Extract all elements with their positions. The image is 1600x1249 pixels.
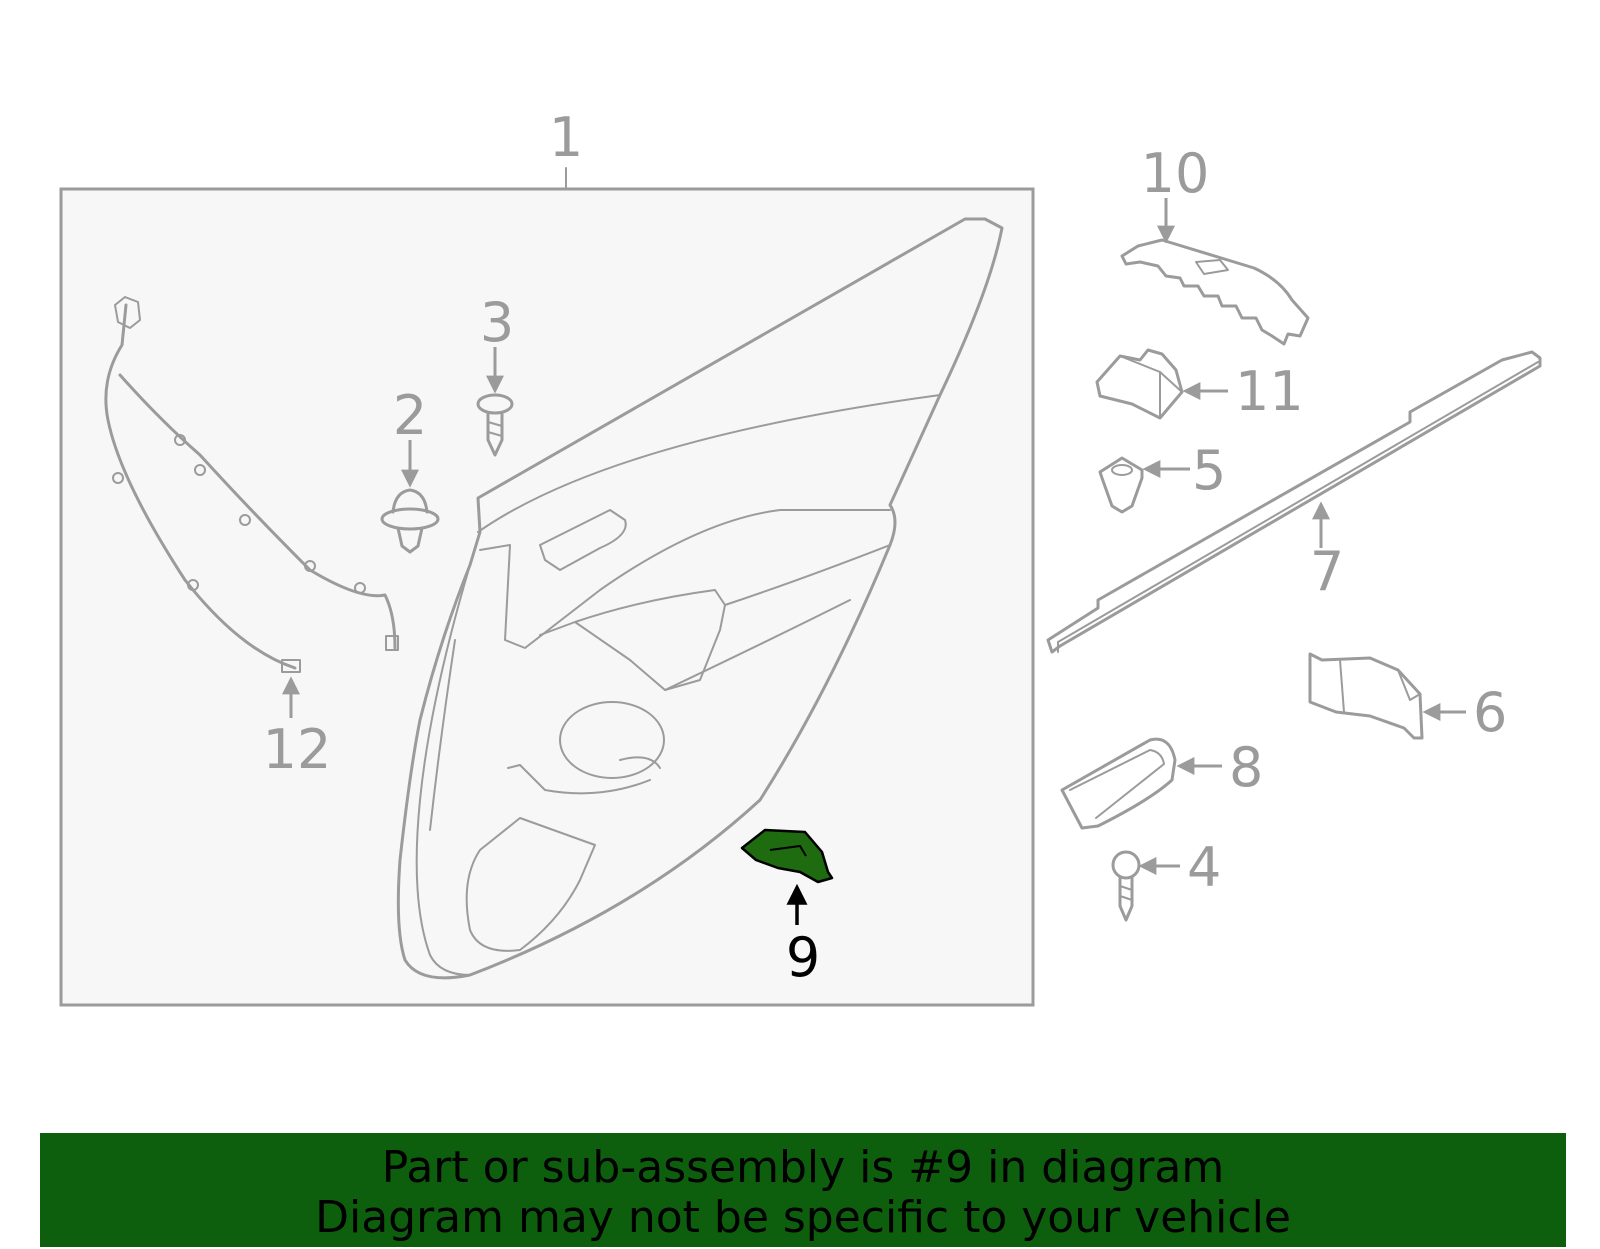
label-4[interactable]: 4	[1187, 836, 1221, 899]
bracket-11[interactable]	[1095, 348, 1184, 420]
screw-4[interactable]	[1111, 850, 1141, 922]
screw-3[interactable]	[476, 393, 514, 457]
label-8[interactable]: 8	[1229, 736, 1263, 799]
label-11[interactable]: 11	[1235, 360, 1304, 423]
label-7[interactable]: 7	[1310, 540, 1344, 603]
label-9[interactable]: 9	[786, 926, 820, 989]
nut-5[interactable]	[1098, 456, 1144, 514]
push-clip[interactable]	[380, 488, 440, 554]
bracket-10[interactable]	[1120, 238, 1310, 346]
label-5[interactable]: 5	[1192, 439, 1226, 502]
bracket-6[interactable]	[1308, 652, 1424, 740]
label-6[interactable]: 6	[1473, 681, 1507, 744]
label-10[interactable]: 10	[1141, 142, 1210, 205]
label-3[interactable]: 3	[480, 291, 514, 354]
label-1[interactable]: 1	[549, 106, 583, 169]
label-12[interactable]: 12	[263, 718, 332, 781]
banner-line-1: Part or sub-assembly is #9 in diagram	[381, 1142, 1225, 1193]
weatherstrip-7[interactable]	[1046, 350, 1542, 654]
assembly-box	[59, 187, 1035, 1007]
bezel-8[interactable]	[1060, 737, 1177, 830]
info-banner: Part or sub-assembly is #9 in diagram Di…	[40, 1133, 1566, 1247]
door-trim-panel[interactable]	[396, 217, 1004, 980]
label-2[interactable]: 2	[393, 384, 427, 447]
banner-line-2: Diagram may not be specific to your vehi…	[315, 1192, 1291, 1243]
part-9-highlighted[interactable]	[740, 828, 834, 884]
wire-harness[interactable]	[104, 296, 399, 673]
